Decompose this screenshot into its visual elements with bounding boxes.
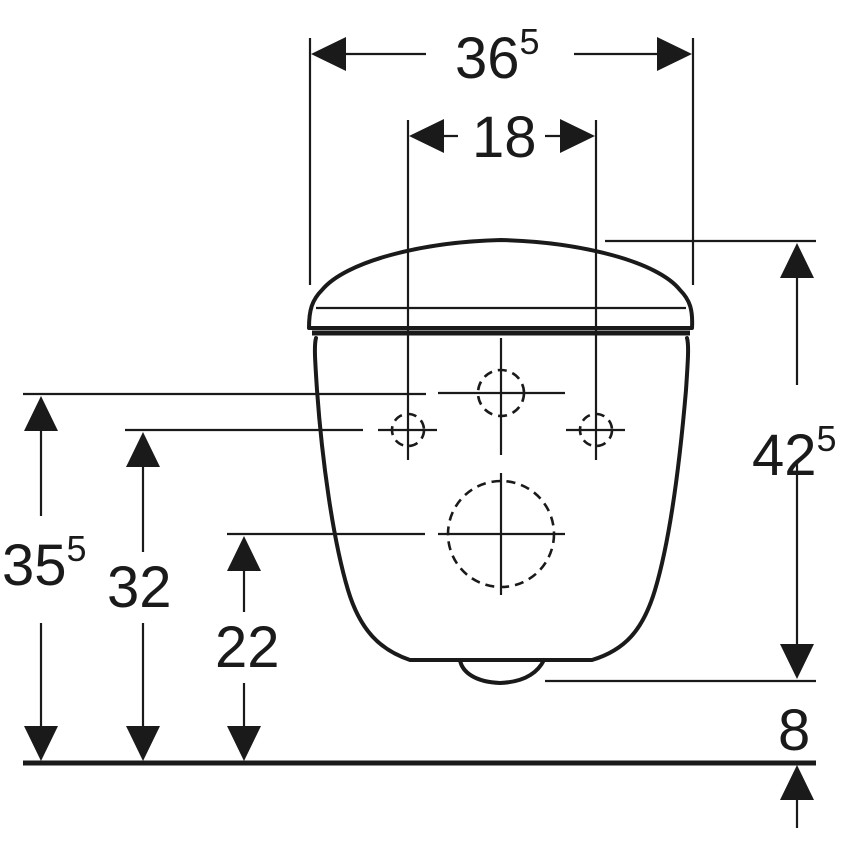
dimension-label: 22	[215, 615, 280, 680]
dimension-drain-height: 22	[215, 536, 280, 761]
lid	[307, 238, 695, 330]
arrow-up-icon	[780, 765, 814, 800]
arrow-down-icon	[126, 726, 160, 761]
fixing-bolt-left	[378, 412, 437, 448]
arrow-up-icon	[780, 243, 814, 278]
dimension-water-inlet-height: 355	[2, 396, 87, 761]
dimension-label: 365	[455, 21, 540, 91]
drain-outlet	[438, 479, 565, 589]
arrow-up-icon	[126, 432, 160, 467]
arrow-up-icon	[227, 536, 261, 571]
arrow-down-icon	[227, 726, 261, 761]
arrow-left-icon	[409, 119, 444, 153]
dimension-label: 32	[107, 555, 172, 620]
dimension-overall-height: 425	[545, 239, 837, 683]
bowl-nub	[458, 658, 546, 685]
arrow-right-icon	[657, 37, 692, 71]
dimension-label: 355	[2, 528, 87, 598]
arrow-left-icon	[311, 37, 346, 71]
fixing-bolt-right	[566, 412, 625, 448]
dimension-floor-clearance: 8	[778, 698, 814, 828]
arrow-up-icon	[24, 396, 58, 431]
dimension-fixing-bolt-height: 32	[107, 432, 172, 761]
arrow-down-icon	[780, 644, 814, 679]
arrow-right-icon	[560, 119, 595, 153]
toilet-outline	[307, 238, 695, 685]
dimension-label: 18	[472, 105, 537, 170]
dimension-label: 425	[752, 418, 837, 488]
dimension-bolt-spacing: 18	[406, 105, 598, 460]
water-inlet	[438, 368, 565, 418]
dimension-label: 8	[778, 698, 810, 763]
dimension-overall-width: 365	[308, 21, 695, 285]
arrow-down-icon	[24, 726, 58, 761]
